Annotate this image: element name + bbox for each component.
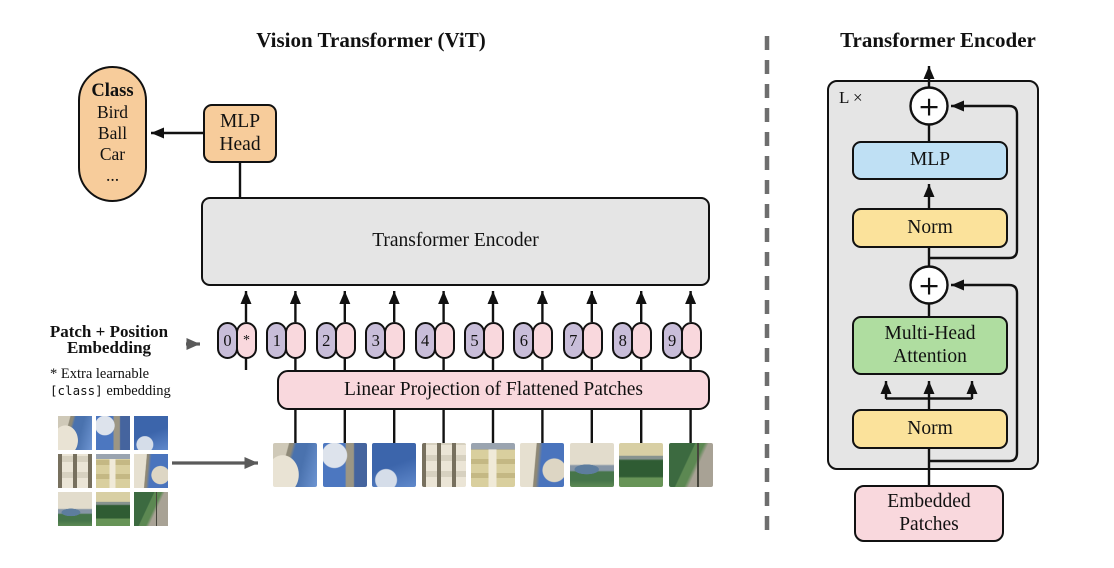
patch-embedding-pill	[631, 322, 653, 359]
grid-cell-garden-path-pole	[134, 492, 168, 526]
grid-cell-tower-and-cloud	[96, 416, 130, 450]
mlp-head-box: MLP Head	[203, 104, 277, 163]
mlp-block: MLP	[852, 141, 1008, 180]
token-5: 5	[464, 322, 504, 359]
loop-count-label: L ×	[839, 88, 863, 107]
token-1: 1	[266, 322, 307, 359]
attention-label-line1: Multi-Head	[884, 322, 976, 344]
norm-top-label: Norm	[907, 216, 953, 238]
token-6: 6	[513, 322, 554, 359]
image-patch-blue-sky	[372, 443, 417, 487]
class-embedding-footnote: * Extra learnable [class] embedding	[50, 366, 171, 400]
token-0: 0*	[217, 322, 257, 359]
image-patch-dome-and-sky	[273, 443, 318, 487]
norm-bottom-label: Norm	[907, 417, 953, 439]
class-item: Ball	[97, 123, 128, 144]
grid-cell-white-facade	[58, 454, 92, 488]
patch-embedding-pill	[285, 322, 307, 359]
position-embedding-pill: 9	[661, 322, 683, 359]
patch-embedding-pill	[384, 322, 406, 359]
position-embedding-pill: 8	[612, 322, 634, 359]
image-patch-white-facade	[421, 443, 466, 487]
class-item: ...	[105, 165, 120, 186]
token-8: 8	[612, 322, 653, 359]
mlp-residual-skip	[929, 100, 1019, 260]
embedded-patches-box: Embedded Patches	[854, 485, 1004, 542]
token-4: 4	[414, 322, 455, 359]
left-panel-title: Vision Transformer (ViT)	[256, 28, 486, 52]
embedded-patches-line2: Patches	[899, 513, 959, 535]
patch-embedding-pill	[433, 322, 455, 359]
transformer-encoder-label: Transformer Encoder	[372, 230, 539, 252]
position-embedding-pill: 1	[266, 322, 288, 359]
patch-embedding-pill	[680, 322, 702, 359]
grid-cell-hedges-building	[96, 492, 130, 526]
position-embedding-pill: 5	[464, 322, 485, 359]
class-item: Car	[99, 144, 126, 165]
grid-cell-yellow-facade-tower	[96, 454, 130, 488]
footnote-line1: * Extra learnable	[50, 366, 150, 382]
image-patch-facade-dome-sky	[520, 443, 565, 487]
position-embedding-pill: 2	[315, 322, 337, 359]
patch-position-embedding-label: Patch + Position Embedding	[33, 322, 185, 357]
footnote-rest: embedding	[106, 382, 171, 399]
residual-add-circle-bottom	[909, 265, 949, 305]
token-3: 3	[365, 322, 406, 359]
patch-position-line2: Embedding	[66, 337, 152, 357]
position-embedding-pill: 0	[217, 322, 238, 359]
image-patch-garden-path-pole	[668, 443, 713, 487]
multi-head-attention-block: Multi-Head Attention	[852, 316, 1008, 375]
attention-label-line2: Attention	[893, 345, 967, 367]
linear-projection-label: Linear Projection of Flattened Patches	[344, 378, 643, 400]
image-patch-tower-and-cloud	[322, 443, 367, 487]
token-7: 7	[562, 322, 603, 359]
image-patch-building-lawn-car	[569, 443, 614, 487]
residual-add-circle-top	[909, 86, 949, 126]
embedded-patches-line1: Embedded	[887, 490, 971, 512]
image-patch-hedges-building	[619, 443, 664, 487]
plus-icon: +	[918, 92, 941, 123]
position-embedding-pill: 6	[513, 322, 535, 359]
mlp-head-label-line1: MLP	[219, 110, 261, 132]
patch-embedding-pill	[532, 322, 554, 359]
position-embedding-pill: 4	[414, 322, 436, 359]
token-2: 2	[315, 322, 356, 359]
plus-icon: +	[918, 271, 941, 302]
class-output-pill: Class Bird Ball Car ...	[78, 66, 147, 202]
grid-cell-dome-and-sky	[58, 416, 92, 450]
image-patch-yellow-facade-tower	[471, 443, 515, 487]
norm-block-bottom: Norm	[852, 409, 1008, 449]
footnote-line2: [class] embedding	[50, 383, 171, 400]
position-embedding-pill: 7	[562, 322, 584, 359]
transformer-encoder-box: Transformer Encoder	[201, 197, 710, 286]
token-9: 9	[661, 322, 702, 359]
grid-cell-blue-sky	[134, 416, 168, 450]
token-and-patch-connectors	[240, 291, 697, 445]
class-heading: Class	[91, 81, 134, 101]
input-image-grid	[58, 416, 168, 526]
patch-embedding-pill	[483, 322, 504, 359]
right-panel-title: Transformer Encoder	[840, 28, 1036, 52]
linear-projection-box: Linear Projection of Flattened Patches	[277, 370, 710, 410]
grid-cell-facade-dome-sky	[134, 454, 168, 488]
norm-block-top: Norm	[852, 208, 1008, 248]
patch-embedding-pill	[334, 322, 356, 359]
footnote-code: [class]	[50, 382, 103, 398]
class-item: Bird	[96, 102, 129, 123]
position-embedding-pill: 3	[365, 322, 387, 359]
mlp-block-label: MLP	[909, 149, 951, 171]
grid-cell-building-lawn-car	[58, 492, 92, 526]
mlp-head-label-line2: Head	[219, 133, 261, 155]
patch-embedding-pill	[581, 322, 603, 359]
attention-residual-skip	[929, 279, 1019, 463]
patch-position-line1: Patch + Position	[49, 322, 169, 341]
patch-embedding-pill: *	[236, 322, 257, 359]
